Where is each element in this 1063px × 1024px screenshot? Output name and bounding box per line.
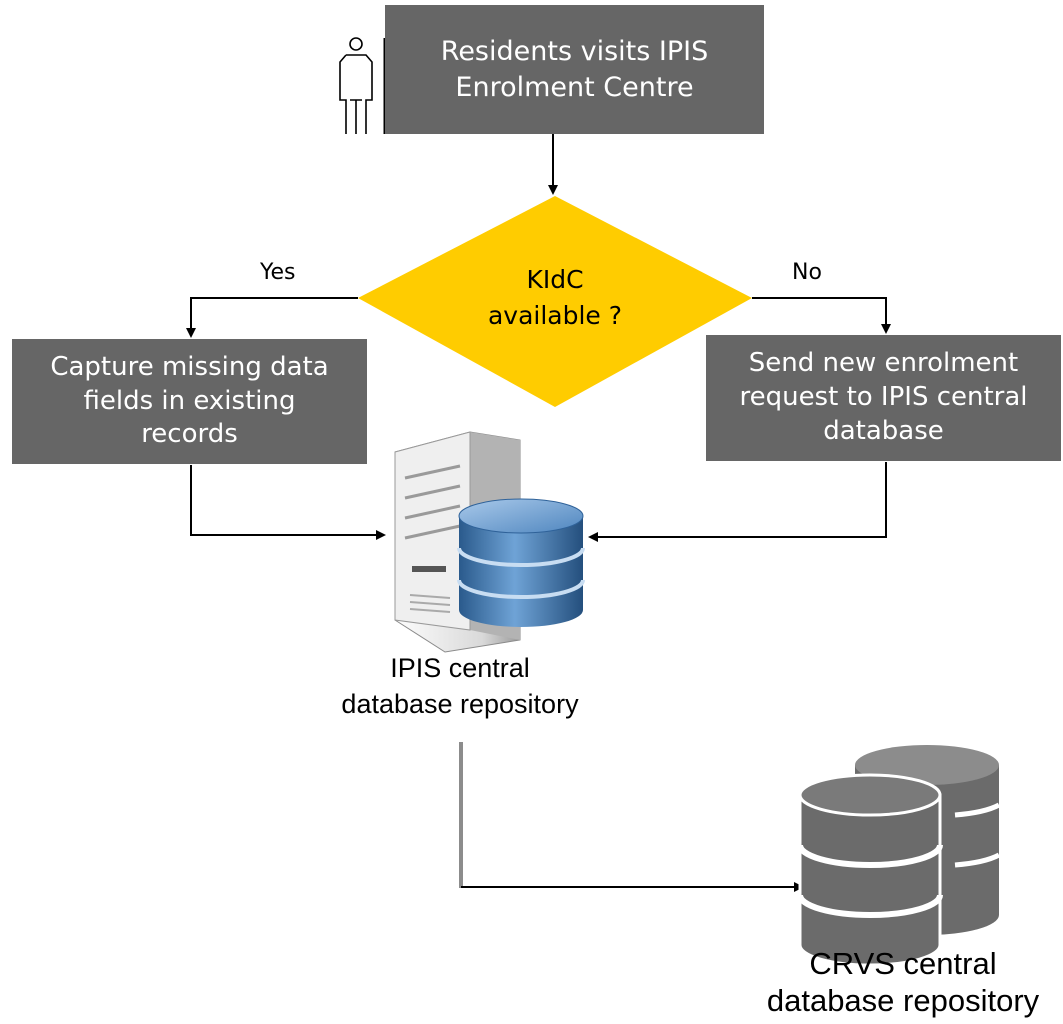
decision-diamond [358, 196, 752, 407]
arrow-no-branch [752, 297, 891, 334]
arrow-yes-branch [186, 297, 358, 338]
database-stack-icon [797, 745, 1001, 967]
crvs-repo-label: CRVS central database repository [766, 946, 1040, 1019]
no-label: No [792, 260, 822, 285]
yes-action-text: Capture missing data fields in existing … [50, 351, 329, 450]
start-text: Residents visits IPIS Enrolment Centre [440, 36, 709, 103]
database-icon [457, 498, 585, 627]
yes-label: Yes [260, 260, 296, 285]
arrow-no-to-repo [588, 462, 887, 542]
decision-label: KIdC available ? [487, 265, 623, 331]
no-action-box: Send new enrolment request to IPIS centr… [706, 335, 1061, 461]
start-box: Residents visits IPIS Enrolment Centre [385, 5, 764, 134]
yes-action-box: Capture missing data fields in existing … [12, 339, 367, 464]
arrow-yes-to-repo [190, 465, 386, 540]
ipis-repo-label: IPIS central database repository [341, 653, 579, 720]
no-action-text: Send new enrolment request to IPIS centr… [739, 348, 1028, 446]
